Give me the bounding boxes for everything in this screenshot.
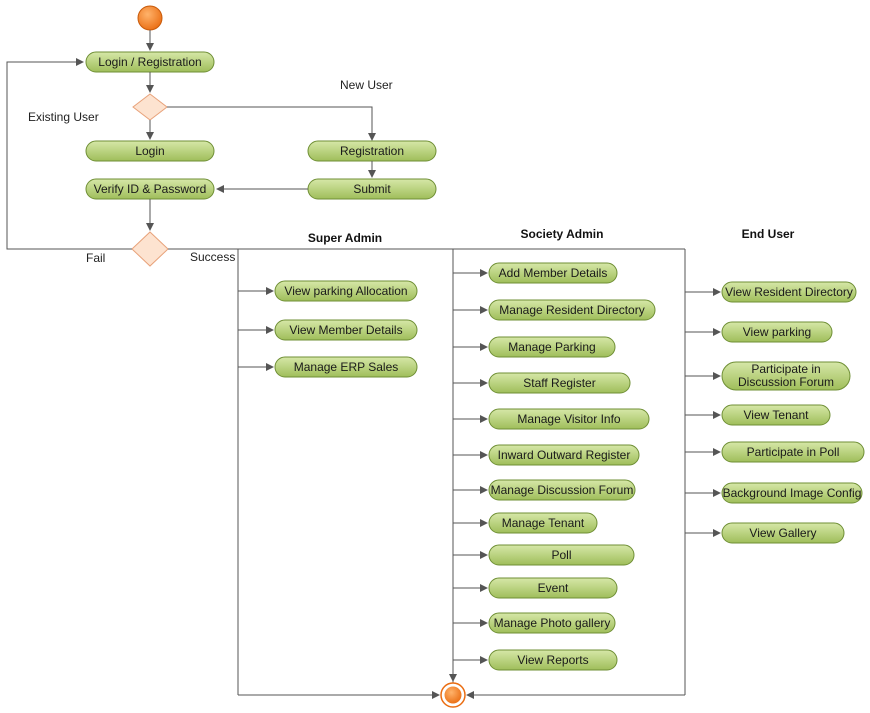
society-admin-item-manage-tenant: Manage Tenant (488, 512, 598, 534)
item-label: Background Image Config (723, 486, 862, 500)
item-label: View parking Allocation (284, 284, 407, 298)
society-admin-item-event: Event (488, 577, 618, 599)
svg-text:Registration: Registration (340, 144, 404, 158)
item-label: Manage Parking (508, 340, 595, 354)
svg-text:Login / Registration: Login / Registration (98, 55, 201, 69)
society-admin-item-manage-photo-gallery: Manage Photo gallery (488, 612, 616, 634)
society-admin-item-manage-discussion-forum: Manage Discussion Forum (488, 479, 636, 501)
item-label: View Member Details (289, 323, 402, 337)
society-admin-item-add-member-details: Add Member Details (488, 262, 618, 284)
end-user-item-view-parking: View parking (721, 321, 833, 343)
end-user-item-background-image-config: Background Image Config (721, 482, 863, 504)
end-node (444, 686, 462, 704)
svg-text:Login: Login (135, 144, 164, 158)
society-admin-item-manage-parking: Manage Parking (488, 336, 616, 358)
item-label: View Resident Directory (725, 285, 853, 299)
super-admin-item-manage-erp-sales: Manage ERP Sales (274, 356, 418, 378)
item-label: Staff Register (523, 376, 595, 390)
svg-text:Submit: Submit (353, 182, 391, 196)
end-user-header: End User (742, 227, 795, 241)
registration-node: Registration (307, 140, 437, 162)
item-label: Manage Resident Directory (499, 303, 644, 317)
login-node: Login (85, 140, 215, 162)
existing-user-label: Existing User (28, 110, 99, 124)
society-admin-item-staff-register: Staff Register (488, 372, 631, 394)
society-admin-item-poll: Poll (488, 544, 635, 566)
society-admin-item-inward-outward-register: Inward Outward Register (488, 444, 640, 466)
item-label: View parking (743, 325, 811, 339)
end-user-item-view-gallery: View Gallery (721, 522, 845, 544)
super-admin-item-view-member-details: View Member Details (274, 319, 418, 341)
item-label: Manage Visitor Info (517, 412, 620, 426)
super-admin-item-view-parking-allocation: View parking Allocation (274, 280, 418, 302)
item-label: Manage Photo gallery (494, 616, 611, 630)
item-label: Manage ERP Sales (294, 360, 399, 374)
item-label: View Gallery (749, 526, 816, 540)
item-label: Participate in (751, 362, 820, 376)
society-admin-item-manage-resident-directory: Manage Resident Directory (488, 299, 656, 321)
item-label: Manage Discussion Forum (491, 483, 634, 497)
end-user-item-participate-in-poll: Participate in Poll (721, 441, 865, 463)
item-label: View Reports (517, 653, 588, 667)
item-label: Discussion Forum (738, 375, 834, 389)
society-admin-item-view-reports: View Reports (488, 649, 618, 671)
new-user-label: New User (340, 78, 393, 92)
verification-decision (131, 231, 169, 267)
super-admin-header: Super Admin (308, 231, 382, 245)
item-label: Add Member Details (499, 266, 608, 280)
success-label: Success (190, 250, 235, 264)
item-label: Event (538, 581, 569, 595)
society-admin-item-manage-visitor-info: Manage Visitor Info (488, 408, 650, 430)
start-node (137, 5, 163, 31)
verify-node: Verify ID & Password (85, 178, 215, 200)
user-type-decision (132, 93, 168, 121)
society-admin-header: Society Admin (521, 227, 604, 241)
item-label: Manage Tenant (502, 516, 585, 530)
item-label: Poll (551, 548, 571, 562)
item-label: View Tenant (744, 408, 810, 422)
end-user-item-view-tenant: View Tenant (721, 404, 831, 426)
svg-text:Verify ID & Password: Verify ID & Password (94, 182, 207, 196)
end-user-item-view-resident-directory: View Resident Directory (721, 281, 857, 303)
item-label: Inward Outward Register (498, 448, 631, 462)
submit-node: Submit (307, 178, 437, 200)
fail-label: Fail (86, 251, 105, 265)
login-registration-node: Login / Registration (85, 51, 215, 73)
item-label: Participate in Poll (747, 445, 840, 459)
